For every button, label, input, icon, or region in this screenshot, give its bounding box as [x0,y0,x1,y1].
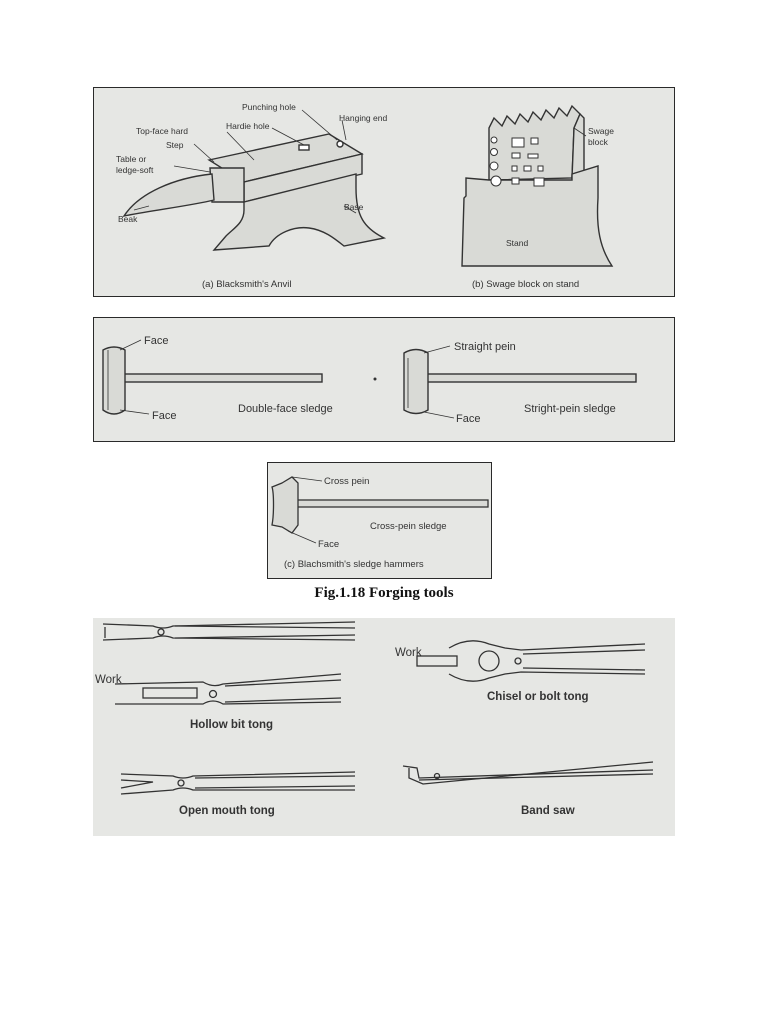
label-face-top: Face [144,335,168,347]
caption-sledge-hammers: (c) Blachsmith's sledge hammers [284,559,424,570]
label-work-left: Work [95,674,122,686]
label-open-mouth-tong: Open mouth tong [179,805,275,817]
figure-caption: Fig.1.18 Forging tools [0,585,768,602]
anvil-swage-panel: Punching hole Hanging end Hardie hole To… [93,87,675,297]
label-punching-hole: Punching hole [242,102,296,112]
tong-top-left [103,622,355,640]
label-stright-pein-sledge: Stright-pein sledge [524,403,616,415]
caption-anvil: (a) Blacksmith's Anvil [202,279,291,290]
label-face: Face [318,539,339,550]
label-beak: Beak [118,214,138,224]
stray-dot [374,378,377,381]
label-step: Step [166,140,184,150]
hollow-bit-tong-illustration [115,674,341,704]
label-hollow-bit-tong: Hollow bit tong [190,719,273,731]
anvil-swage-drawing: Punching hole Hanging end Hardie hole To… [94,88,676,298]
label-band-saw: Band saw [521,805,575,817]
open-mouth-tong-illustration [121,772,355,794]
label-face-bottom: Face [152,410,176,422]
anvil-illustration [124,134,384,250]
caption-swage: (b) Swage block on stand [472,279,579,290]
label-chisel-tong: Chisel or bolt tong [487,691,589,703]
label-hanging-end: Hanging end [339,113,387,123]
label-face-right: Face [456,413,480,425]
tongs-drawing: Work Work Hollow bit tong Open mouth ton… [93,618,675,836]
chisel-tong-illustration [417,641,645,681]
cross-pein-panel: Cross pein Cross-pein sledge Face (c) Bl… [267,462,492,579]
label-straight-pein: Straight pein [454,341,516,353]
label-swage-1: Swage [588,126,614,136]
cross-pein-drawing: Cross pein Cross-pein sledge Face (c) Bl… [268,463,493,580]
sledge-panel: Face Face Straight pein Face Double-face… [93,317,675,442]
label-hardie-hole: Hardie hole [226,121,270,131]
label-cross-pein-sledge: Cross-pein sledge [370,521,447,532]
label-table-2: ledge-soft [116,165,154,175]
tongs-panel: Work Work Hollow bit tong Open mouth ton… [93,618,675,836]
label-stand: Stand [506,238,528,248]
label-cross-pein: Cross pein [324,476,369,487]
label-swage-2: block [588,137,609,147]
sledge-drawing: Face Face Straight pein Face Double-face… [94,318,676,443]
label-work-right: Work [395,647,422,659]
label-base: Base [344,202,364,212]
label-top-face: Top-face hard [136,126,188,136]
label-table-1: Table or [116,154,146,164]
label-double-face-sledge: Double-face sledge [238,403,333,415]
band-saw-illustration [403,762,653,784]
